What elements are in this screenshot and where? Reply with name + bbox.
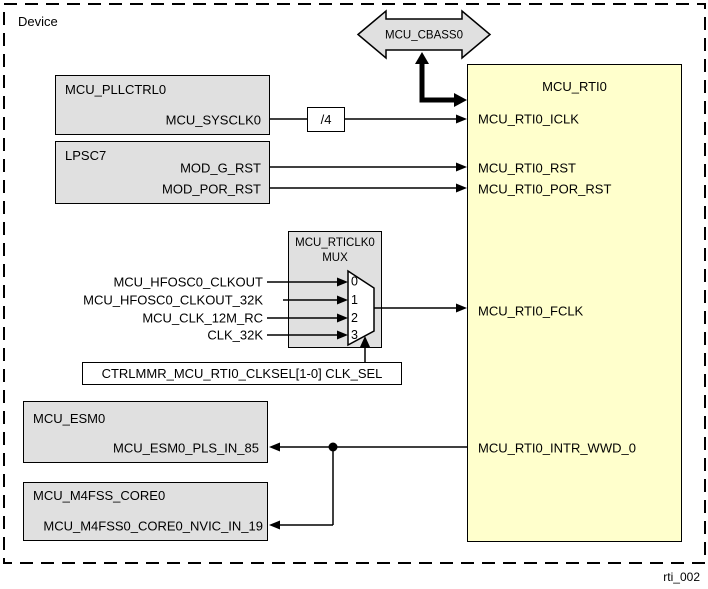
cbass-double-arrow-shape (356, 9, 492, 60)
cbass-label: MCU_CBASS0 (385, 30, 463, 42)
port-rti0-por-rst: MCU_RTI0_POR_RST (478, 181, 612, 197)
block-lpsc7: LPSC7 MOD_G_RST MOD_POR_RST (55, 141, 270, 204)
block-title: MCU_RTI0 (542, 79, 607, 94)
port-mod-por-rst: MOD_POR_RST (162, 181, 261, 197)
block-title: MCU_PLLCTRL0 (65, 82, 167, 97)
block-mcu-pllctrl0: MCU_PLLCTRL0 MCU_SYSCLK0 (55, 75, 270, 135)
port-m4fss0-nvic-in-19: MCU_M4FSS0_CORE0_NVIC_IN_19 (43, 518, 263, 534)
block-mcu-m4fss-core0: MCU_M4FSS_CORE0 MCU_M4FSS0_CORE0_NVIC_IN… (23, 482, 268, 541)
arrowhead-right-icon (454, 93, 467, 107)
arrowhead-right-icon (456, 303, 467, 313)
block-title: MCU_ESM0 (33, 411, 106, 426)
mux-input-label-1: MCU_HFOSC0_CLKOUT_32K (83, 292, 263, 308)
port-esm0-pls-in-85: MCU_ESM0_PLS_IN_85 (113, 440, 259, 456)
clksel-control-label: CTRLMMR_MCU_RTI0_CLKSEL[1-0] CLK_SEL (101, 366, 383, 381)
mux-title: MCU_RTICLK0 (295, 237, 375, 249)
arrowhead-left-icon (269, 520, 280, 530)
mux-subtitle: MUX (322, 252, 348, 264)
clksel-control-box: CTRLMMR_MCU_RTI0_CLKSEL[1-0] CLK_SEL (82, 362, 402, 385)
port-rti0-iclk: MCU_RTI0_ICLK (478, 111, 579, 127)
block-title: MCU_M4FSS_CORE0 (33, 488, 166, 503)
block-mcu-esm0: MCU_ESM0 MCU_ESM0_PLS_IN_85 (23, 401, 268, 463)
arrowhead-right-icon (456, 162, 467, 172)
device-label: Device (18, 14, 58, 29)
port-rti0-intr-wwd-0: MCU_RTI0_INTR_WWD_0 (478, 440, 636, 456)
mux-input-label-2: MCU_CLK_12M_RC (142, 310, 263, 326)
port-mod-g-rst: MOD_G_RST (180, 160, 261, 176)
port-rti0-fclk: MCU_RTI0_FCLK (478, 303, 584, 319)
block-title: LPSC7 (65, 148, 107, 163)
arrowhead-left-icon (269, 442, 280, 452)
clock-divider-label: /4 (320, 112, 332, 127)
junction-dot (328, 442, 338, 452)
clock-divider-box: /4 (307, 107, 345, 132)
arrowhead-right-icon (456, 183, 467, 193)
port-rti0-rst: MCU_RTI0_RST (478, 160, 577, 176)
figure-id: rti_002 (663, 570, 700, 584)
arrowhead-up-icon (415, 52, 429, 64)
cbass-rti-thick-arrow (419, 62, 454, 103)
block-mcu-rticlk0-mux: MCU_RTICLK0 MUX (288, 231, 382, 348)
mux-input-label-0: MCU_HFOSC0_CLKOUT (113, 274, 263, 290)
mux-input-label-3: CLK_32K (207, 327, 263, 343)
arrowhead-right-icon (456, 114, 467, 124)
port-mcu-sysclk0: MCU_SYSCLK0 (165, 112, 261, 128)
block-mcu-rti0: MCU_RTI0 MCU_RTI0_ICLK MCU_RTI0_RST MCU_… (467, 64, 682, 542)
